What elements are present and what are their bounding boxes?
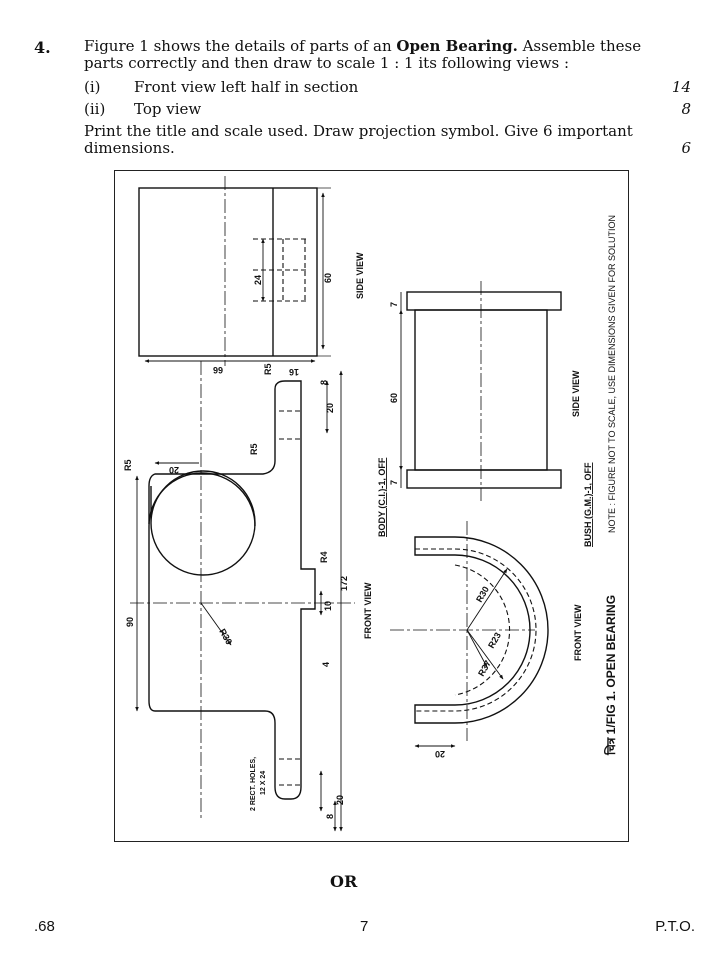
item-number: (i) — [84, 78, 101, 96]
dim-r30-bush: R30 — [474, 585, 491, 604]
item-marks: 14 — [671, 78, 691, 96]
instruction-marks: 6 — [681, 139, 691, 157]
dim-16: 16 — [289, 367, 299, 377]
question-intro-pre: Figure 1 shows the details of parts of a… — [84, 37, 397, 55]
dim-20-bottom: 20 — [335, 795, 345, 805]
front-view-bush-outline — [414, 536, 549, 724]
dim-4: 4 — [321, 662, 331, 667]
label-rect-holes-2: 12 X 24 — [260, 771, 267, 795]
dim-20-bush: 20 — [435, 749, 445, 759]
label-body: BODY (C.I.)-1, OFF — [377, 457, 387, 537]
dim-20-left: 20 — [169, 465, 179, 475]
label-front-view: FRONT VIEW — [363, 582, 373, 639]
dim-66: 66 — [213, 365, 223, 375]
side-view-body-outline — [138, 187, 318, 357]
pto-label: P.T.O. — [655, 918, 695, 935]
dim-24: 24 — [253, 275, 263, 285]
or-separator: OR — [330, 872, 358, 891]
engineering-drawing: SIDE VIEW FRONT VIEW BODY (C.I.)-1, OFF … — [123, 176, 618, 832]
figure-title: चित्र 1/FIG 1. OPEN BEARING — [604, 595, 618, 756]
question-instruction: Print the title and scale used. Draw pro… — [84, 122, 633, 157]
question-intro-bold: Open Bearing. — [396, 37, 518, 55]
figure-note: NOTE : FIGURE NOT TO SCALE, USE DIMENSIO… — [607, 215, 617, 533]
label-side-view: SIDE VIEW — [355, 252, 365, 299]
question-item-2: (ii) Top view — [84, 100, 201, 118]
item-number: (ii) — [84, 100, 106, 118]
item-text: Top view — [134, 100, 202, 118]
question-number: 4. — [34, 38, 51, 57]
dim-7-top: 7 — [389, 302, 399, 307]
item-marks: 8 — [681, 100, 691, 118]
dim-8-bottom: 8 — [325, 814, 335, 819]
dim-60-bush: 60 — [389, 393, 399, 403]
dim-20-top: 20 — [325, 403, 335, 413]
figure-open-bearing: SIDE VIEW FRONT VIEW BODY (C.I.)-1, OFF … — [114, 170, 629, 842]
label-rect-holes-1: 2 RECT. HOLES, — [250, 757, 257, 811]
dim-8-top: 8 — [319, 380, 329, 385]
dim-60-side: 60 — [323, 273, 333, 283]
dim-7-bottom: 7 — [389, 480, 399, 485]
dim-r23: R23 — [486, 631, 503, 650]
label-bush: BUSH (G.M.)-1, OFF — [583, 462, 593, 547]
dim-r5-top: R5 — [263, 363, 273, 375]
footer-code: .68 — [34, 918, 55, 935]
dim-10: 10 — [323, 601, 333, 611]
label-bush-side-view: SIDE VIEW — [571, 370, 581, 417]
dim-90: 90 — [125, 617, 135, 627]
question-text: Figure 1 shows the details of parts of a… — [84, 38, 684, 72]
item-text: Front view left half in section — [134, 78, 359, 96]
page-number: 7 — [360, 918, 369, 935]
side-view-bush-outline — [406, 291, 562, 311]
dim-r5-mid: R5 — [249, 443, 259, 455]
dim-172: 172 — [339, 576, 349, 591]
dim-r30-body: R30 — [217, 627, 234, 646]
question-intro-post: Assemble these parts correctly and then … — [84, 37, 642, 72]
question-item-1: (i) Front view left half in section — [84, 78, 358, 96]
dim-r5-left: R5 — [123, 459, 133, 471]
dim-r4: R4 — [319, 551, 329, 563]
label-bush-front-view: FRONT VIEW — [573, 604, 583, 661]
